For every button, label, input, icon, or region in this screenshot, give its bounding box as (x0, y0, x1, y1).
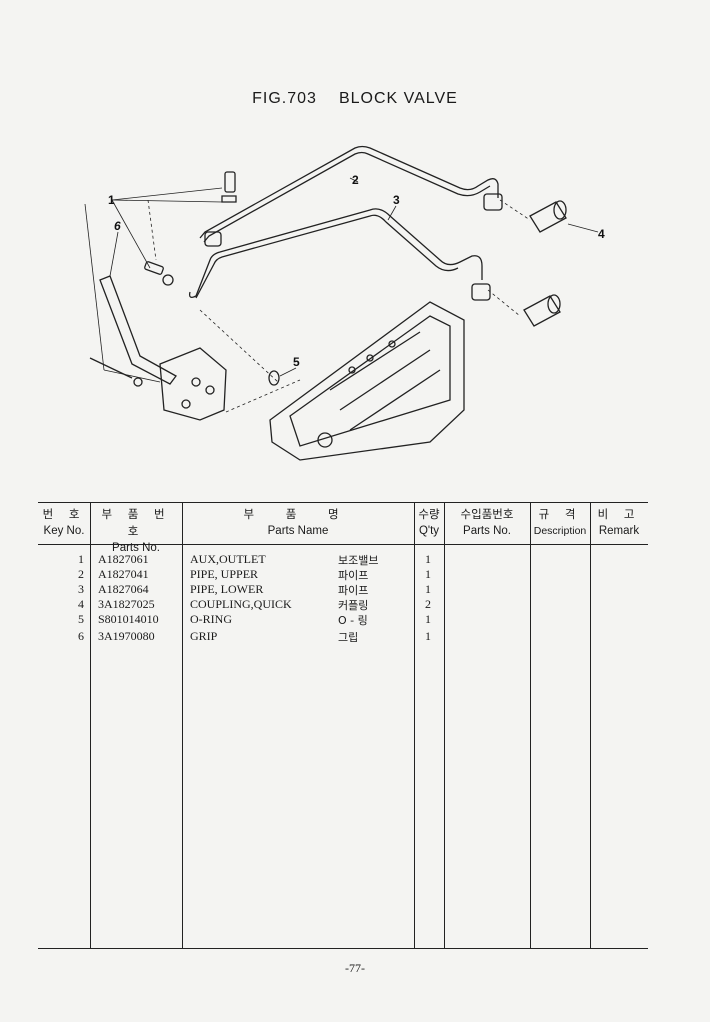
table-bottom-rule (38, 948, 648, 949)
table-top-rule (38, 502, 648, 503)
table-header-rule (38, 544, 648, 545)
aux-outlet-valve (159, 347, 227, 421)
figure-number: FIG.703 (252, 90, 317, 107)
callout-6: 6 (114, 219, 121, 233)
figure-title: FIG.703 BLOCK VALVE (0, 90, 710, 108)
figure-name: BLOCK VALVE (338, 90, 458, 107)
exploded-parts-diagram: 1 2 3 4 5 6 (84, 145, 605, 461)
upper-pipe (199, 145, 499, 239)
o-ring (268, 370, 280, 386)
page-number: -77- (345, 961, 365, 975)
callout-3: 3 (393, 193, 400, 207)
callout-5: 5 (293, 355, 300, 369)
lower-pipe (188, 208, 483, 298)
valve-block (269, 301, 465, 461)
quick-coupling-upper (529, 200, 567, 233)
quick-coupling-lower (523, 294, 561, 327)
callout-1: 1 (108, 193, 115, 207)
callout-4: 4 (598, 227, 605, 241)
callout-2: 2 (352, 173, 359, 187)
